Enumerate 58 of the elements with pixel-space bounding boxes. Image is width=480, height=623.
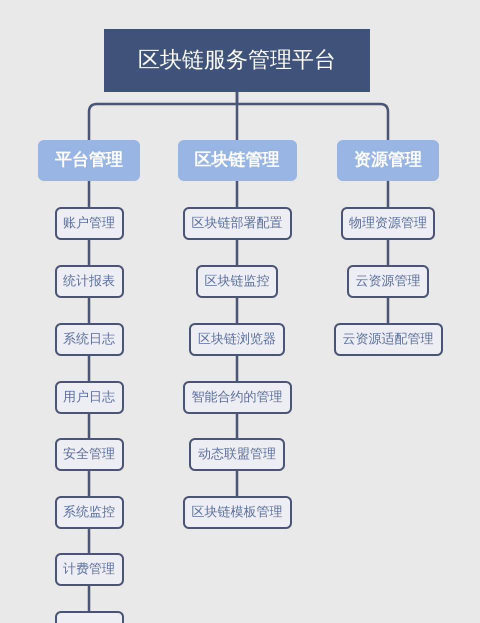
connector-line <box>386 181 390 207</box>
node-label: 智能合约的管理 <box>192 388 282 407</box>
connector-line <box>236 298 238 323</box>
category-box <box>38 140 140 181</box>
node-label: 云资源管理 <box>356 272 420 291</box>
connector-line <box>88 529 90 553</box>
connector-line <box>236 240 238 265</box>
node-label: 安全管理 <box>63 446 115 464</box>
item-box <box>54 381 124 414</box>
item-box <box>347 265 429 298</box>
item-box <box>182 207 292 240</box>
node-label: 平台管理 <box>55 148 123 172</box>
item-box <box>54 207 124 240</box>
node-label: 区块链部署配置 <box>192 214 282 233</box>
title-box <box>104 29 370 92</box>
item-box <box>341 207 435 240</box>
item-box <box>189 323 285 356</box>
connector-line <box>236 414 238 438</box>
item-box <box>54 553 124 586</box>
item-box <box>182 381 292 414</box>
node-label: 动态联盟管理 <box>198 446 276 464</box>
node-label: 计费管理 <box>63 560 115 579</box>
connector-line <box>88 356 90 381</box>
connector-line <box>236 356 238 381</box>
node-label: 账户管理 <box>63 214 115 233</box>
node-label: 资源管理 <box>354 148 422 172</box>
connector-line <box>386 240 390 265</box>
node-label: 区块链监控 <box>204 272 270 291</box>
node-label: 云资源适配管理 <box>342 330 434 349</box>
category-box <box>178 140 296 181</box>
node-label: 系统监控 <box>63 504 115 522</box>
node-label: 区块链管理 <box>194 148 280 172</box>
item-box <box>196 265 278 298</box>
item-box <box>334 323 442 356</box>
connector-line <box>88 471 90 496</box>
connector-line <box>88 586 90 611</box>
connector-line <box>88 298 90 323</box>
node-label: 物理资源管理 <box>349 214 427 233</box>
connector-line <box>88 414 90 438</box>
item-box <box>182 496 292 529</box>
connector-line <box>236 181 238 207</box>
category-box <box>337 140 439 181</box>
node-label: 系统日志 <box>63 330 115 349</box>
node-label: 用户日志 <box>63 388 115 407</box>
connector-line <box>236 92 390 140</box>
item-box <box>54 496 124 529</box>
item-box <box>189 438 285 471</box>
item-box <box>54 438 124 471</box>
connector-line <box>386 298 390 323</box>
connector-line <box>88 181 90 207</box>
node-label: 区块链模板管理 <box>192 504 282 522</box>
node-label: 统计报表 <box>63 272 115 291</box>
connector-line <box>236 471 238 496</box>
node-label: 区块链服务管理平台 <box>138 47 336 75</box>
node-label: 区块链浏览器 <box>198 330 276 349</box>
connector-line <box>88 240 90 265</box>
item-box <box>54 265 124 298</box>
item-box <box>54 323 124 356</box>
